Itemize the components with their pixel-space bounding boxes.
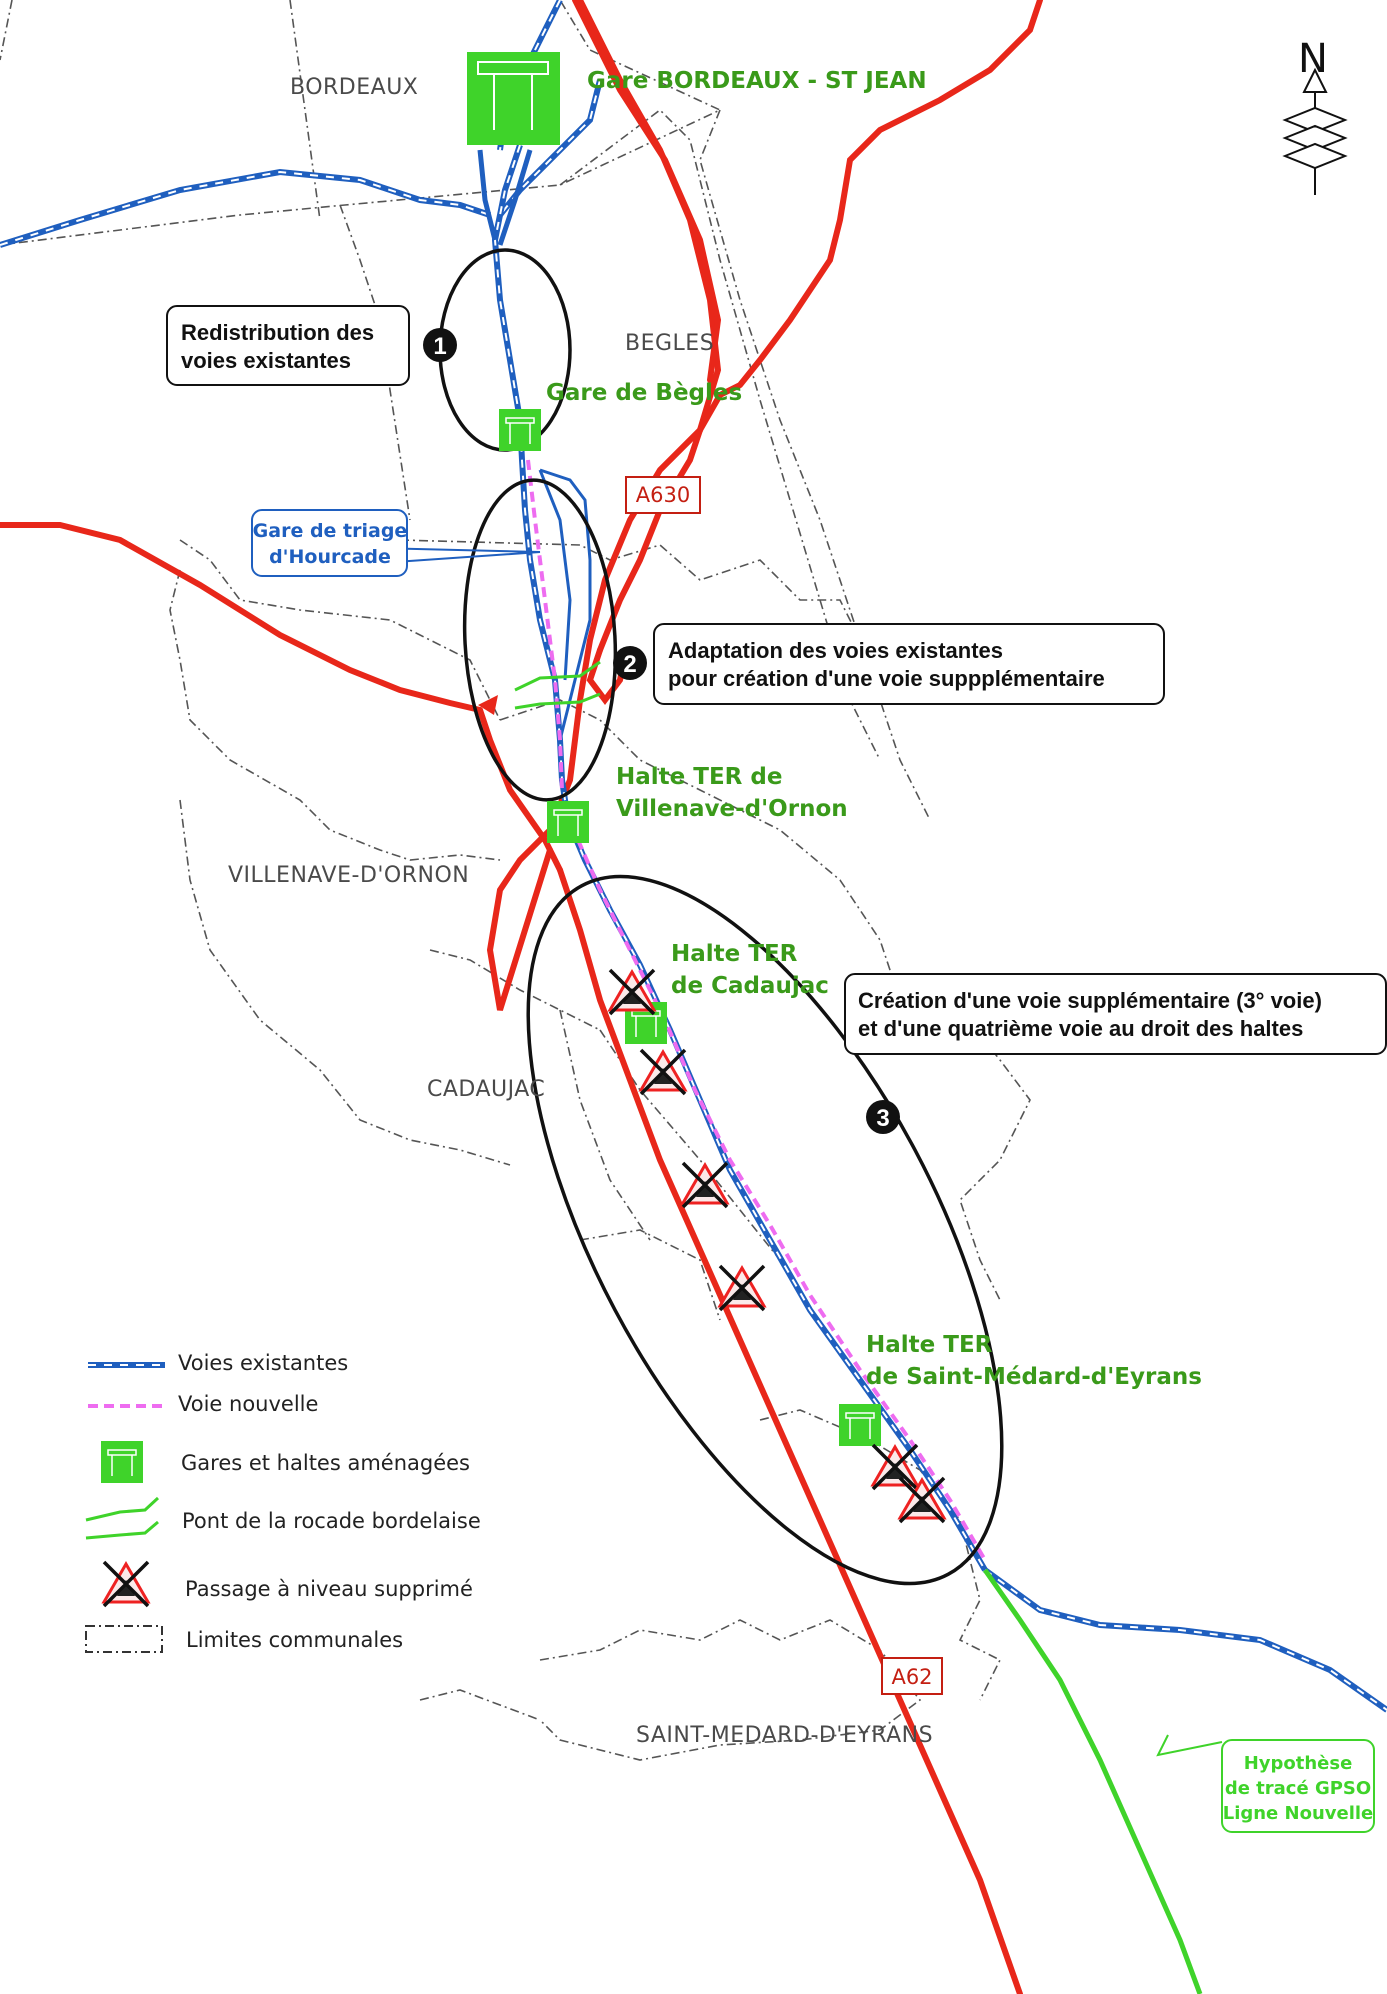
legend-crossing-label: Passage à niveau supprimé [185, 1577, 473, 1601]
rocade-bridge-icon [514, 660, 601, 710]
legend-bridge-label: Pont de la rocade bordelaise [182, 1509, 481, 1533]
zone-1-callout: Redistribution des voies existantes 1 [166, 305, 457, 386]
station-bordeaux-st-jean-icon [467, 52, 560, 145]
gpso-callout: Hypothèse de tracé GPSO Ligne Nouvelle [1156, 1734, 1375, 1833]
gpso-label-3: Ligne Nouvelle [1223, 1803, 1374, 1824]
station-saint-medard-label-1: Halte TER [866, 1332, 993, 1358]
north-arrow: N [1282, 36, 1348, 195]
legend-new-label: Voie nouvelle [178, 1392, 318, 1416]
zone-1-number: 1 [433, 333, 446, 360]
legend-stations: Gares et haltes aménagées [100, 1440, 470, 1484]
crossing-removed-icon [871, 1443, 919, 1491]
station-villenave-icon [546, 800, 590, 844]
zone-3-label-1: Création d'une voie supplémentaire (3° v… [858, 988, 1322, 1013]
road-a630-label: A630 [636, 483, 690, 507]
crossing-removed-icon [639, 1048, 687, 1096]
commune-bordeaux-label: BORDEAUX [290, 75, 418, 100]
legend-boundaries: Limites communales [85, 1625, 403, 1653]
gpso-line [982, 1568, 1203, 1994]
new-track-line [526, 459, 987, 1562]
commune-cadaujac-label: CADAUJAC [427, 1077, 545, 1102]
crossing-removed-icon [608, 968, 656, 1016]
legend-boundaries-icon [85, 1625, 163, 1653]
yard-callout: Gare de triage d'Hourcade [251, 509, 541, 577]
zone-3-label-2: et d'une quatrième voie au droit des hal… [858, 1016, 1303, 1041]
station-saint-medard-icon [838, 1403, 882, 1447]
yard-label-2: d'Hourcade [269, 546, 391, 568]
legend-crossing: Passage à niveau supprimé [102, 1560, 473, 1608]
legend: Voies existantes Voie nouvelle Gares et … [85, 1351, 481, 1653]
legend-existing: Voies existantes [88, 1351, 348, 1375]
zone-2-number: 2 [623, 651, 636, 678]
commune-boundaries [0, 0, 1031, 1761]
station-villenave-label-2: Villenave-d'Ornon [616, 796, 848, 822]
station-bordeaux-st-jean-label: Gare BORDEAUX - ST JEAN [587, 68, 927, 94]
zone-1-number-badge [423, 328, 457, 362]
zone-2-callout: Adaptation des voies existantes pour cré… [613, 623, 1165, 705]
road-main [572, 0, 722, 383]
yard-label-1: Gare de triage [253, 520, 408, 542]
zone-2-label-1: Adaptation des voies existantes [668, 638, 1003, 663]
gpso-label-1: Hypothèse [1244, 1753, 1353, 1774]
station-saint-medard-label-2: de Saint-Médard-d'Eyrans [866, 1364, 1202, 1390]
station-begles-icon [498, 408, 542, 452]
zone-1-label-1: Redistribution des [181, 320, 374, 345]
legend-station-icon [100, 1440, 144, 1484]
road-a62-badge: A62 [881, 1657, 943, 1695]
commune-saint-medard-label: SAINT-MEDARD-D'EYRANS [636, 1723, 933, 1748]
zone-3-number: 3 [876, 1105, 889, 1132]
crossing-removed-icon [898, 1476, 946, 1524]
commune-villenave-label: VILLENAVE-D'ORNON [228, 863, 469, 888]
legend-crossing-icon [102, 1560, 150, 1608]
zone-1-label-2: voies existantes [181, 348, 351, 373]
station-cadaujac-label-1: Halte TER [671, 941, 798, 967]
zone-2-number-badge [613, 646, 647, 680]
commune-begles-label: BEGLES [625, 331, 714, 356]
legend-bridge: Pont de la rocade bordelaise [85, 1496, 481, 1540]
zone-3-ellipse [526, 874, 1004, 1586]
legend-existing-label: Voies existantes [178, 1351, 348, 1375]
legend-new: Voie nouvelle [88, 1392, 318, 1416]
roads [0, 0, 1043, 1994]
road-a630-badge: A630 [625, 476, 701, 514]
legend-boundaries-label: Limites communales [186, 1628, 403, 1652]
zone-2-label-2: pour création d'une voie suppplémentaire [668, 666, 1105, 691]
road-arrow-icon [478, 695, 498, 715]
station-villenave-label-1: Halte TER de [616, 764, 782, 790]
zone-3-callout: Création d'une voie supplémentaire (3° v… [844, 973, 1387, 1134]
road-a62-label: A62 [891, 1665, 932, 1689]
crossing-removed-icon [718, 1264, 766, 1312]
station-begles-label: Gare de Bègles [546, 380, 742, 406]
legend-bridge-icon [85, 1496, 160, 1522]
station-cadaujac-label-2: de Cadaujac [671, 973, 829, 999]
zone-2-ellipse [462, 478, 618, 802]
zone-3-number-badge [866, 1100, 900, 1134]
gpso-label-2: de tracé GPSO [1225, 1778, 1371, 1799]
legend-stations-label: Gares et haltes aménagées [181, 1451, 470, 1475]
